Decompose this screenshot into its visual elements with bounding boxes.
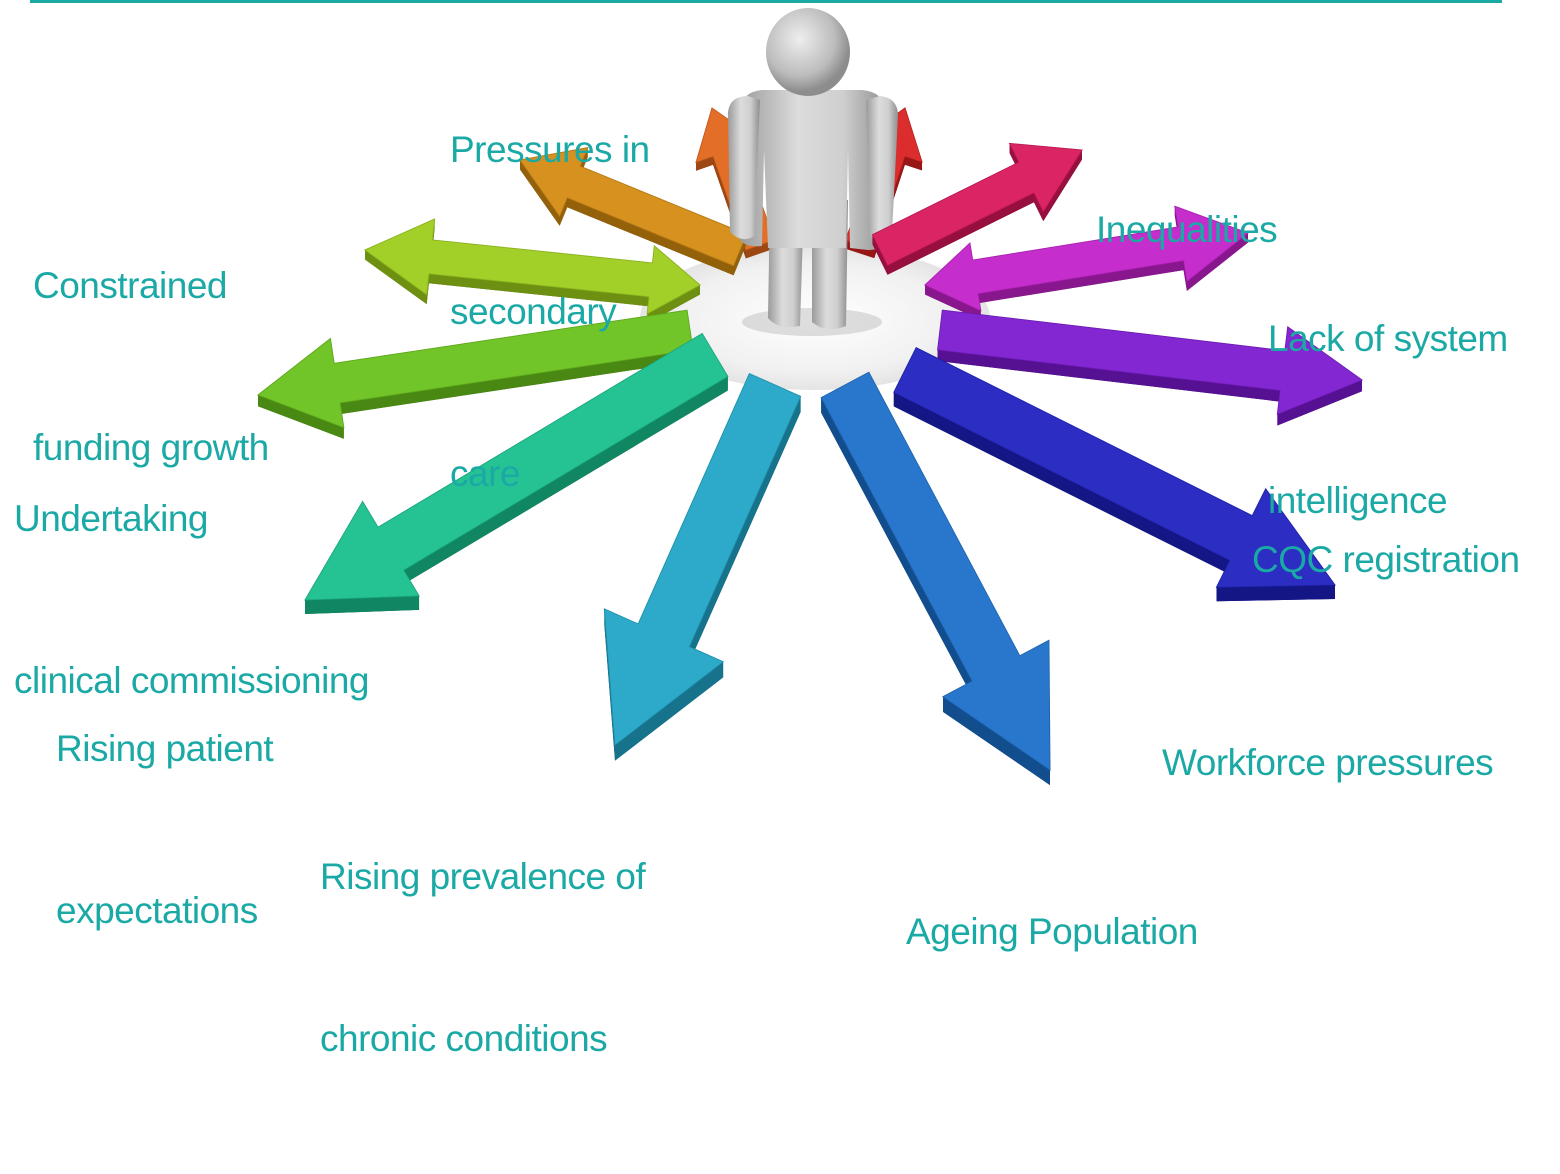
arrow-face xyxy=(603,372,802,746)
label-cqc-registration: CQC registration xyxy=(1252,425,1520,695)
arrow-face xyxy=(893,346,1336,588)
arrows-illustration xyxy=(256,8,1364,786)
arrow-face xyxy=(256,309,694,429)
arrow-inequalities xyxy=(871,142,1083,275)
arrow-cqc-registration xyxy=(937,309,1364,426)
label-line: clinical commissioning xyxy=(14,660,370,701)
pressures-diagram: Pressures in secondary care Constrained … xyxy=(14,0,1520,1059)
label-inequalities: Inequalities xyxy=(1096,95,1278,365)
label-rising-patient-expectations: Rising patient expectations xyxy=(56,614,274,1046)
label-line: Lack of system xyxy=(1268,318,1508,359)
label-ageing-population: Ageing Population xyxy=(906,797,1198,1067)
arrow-patient-expectations xyxy=(304,332,729,614)
label-line: CQC registration xyxy=(1252,539,1520,580)
arrow-pressures-secondary-care xyxy=(519,147,748,276)
label-line: Workforce pressures xyxy=(1162,742,1494,783)
label-constrained-funding: Constrained funding growth xyxy=(33,151,269,583)
arrow-ageing-population xyxy=(820,371,1051,786)
arrow-face xyxy=(364,218,701,315)
arrow-funding-growth xyxy=(364,218,701,324)
arrow-face xyxy=(304,332,729,601)
arrow-lack-system-intelligence xyxy=(924,205,1250,321)
label-line: Rising patient xyxy=(56,728,274,769)
top-rule xyxy=(30,0,1502,3)
label-line: Pressures in xyxy=(450,129,650,170)
label-line: secondary xyxy=(450,291,617,332)
arrow-chronic-conditions xyxy=(603,372,802,761)
arrow-face xyxy=(519,147,748,267)
label-line: care xyxy=(450,453,520,494)
label-workforce-pressures: Workforce pressures xyxy=(1162,628,1494,898)
label-line: Rising prevalence of xyxy=(320,856,646,897)
person-figure-icon xyxy=(728,8,898,336)
label-line: Inequalities xyxy=(1096,209,1278,250)
label-line: Undertaking xyxy=(14,498,209,539)
arrow-face xyxy=(871,142,1083,266)
label-line: funding growth xyxy=(33,427,269,468)
label-line: Ageing Population xyxy=(906,911,1198,952)
arrow-clinical-commissioning xyxy=(256,309,694,439)
label-undertaking-commissioning: Undertaking clinical commissioning xyxy=(14,384,370,816)
label-line: chronic conditions xyxy=(320,1018,608,1059)
arrow-workforce-pressures xyxy=(893,346,1336,602)
label-line: expectations xyxy=(56,890,258,931)
label-pressures-secondary-care: Pressures in secondary care xyxy=(450,15,650,609)
label-line: Constrained xyxy=(33,265,228,306)
label-lack-system-intelligence: Lack of system intelligence xyxy=(1268,204,1508,636)
arrow-face xyxy=(820,371,1051,771)
arrow-face xyxy=(937,309,1364,416)
label-line: intelligence xyxy=(1268,480,1448,521)
arrow-face xyxy=(924,205,1250,312)
label-rising-prevalence: Rising prevalence of chronic conditions xyxy=(320,742,646,1174)
